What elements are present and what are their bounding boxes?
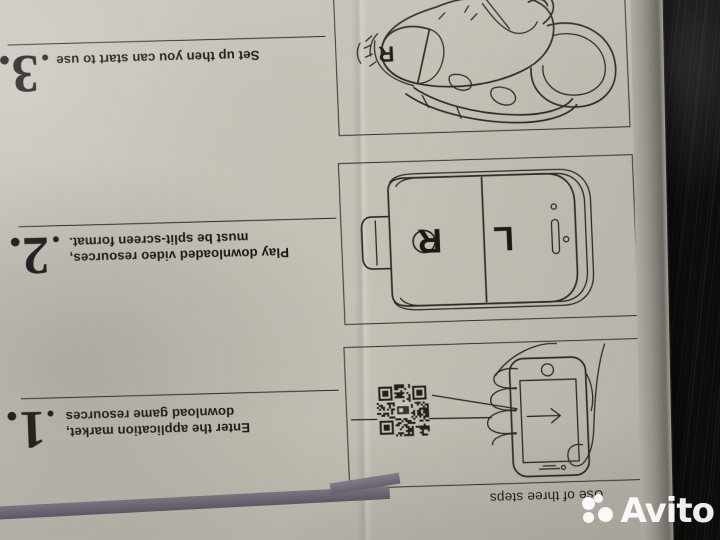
left-eye-label: L [492,219,514,258]
panel-vr-headset: R [332,0,631,137]
qr-code[interactable] [375,383,431,438]
step-rule [20,389,339,400]
step-number: 2. [7,225,51,287]
steps-column: 3. Set up then you can start to use 2. P… [0,0,343,530]
avito-logo-icon [582,494,616,528]
avito-wordmark: Avito [620,491,715,531]
illustration-column: R [324,0,666,531]
step-rule [18,217,337,228]
split-screen-phone-icon: R L [360,168,595,311]
avito-watermark: Avito [582,488,715,534]
step-text: Set up then you can start to use [55,47,260,69]
panel-qr-scan [343,337,648,489]
step-item-2: 2. Play downloaded video resources, must… [0,208,347,301]
headset-right-label: R [378,41,395,66]
step-number-dot [52,236,60,243]
step-number-dot [42,54,49,61]
step-rule [7,35,326,46]
instruction-leaflet-page: 3. Set up then you can start to use 2. P… [0,0,674,540]
hand-holding-phone-icon [350,342,606,478]
step-number-dot [47,410,54,417]
step-item-1: 1. Enter the application market, downloa… [0,381,348,476]
step-number: 1. [4,399,48,461]
vr-headset-icon: R [356,0,617,124]
step-text: Play downloaded video resources, must be… [68,230,290,266]
step-text: Enter the application market, download g… [65,404,251,441]
panel-split-screen-phone: R L [337,154,640,326]
step-item-3: 3. Set up then you can start to use [0,25,338,108]
right-eye-label: R [417,221,443,260]
step-number: 3. [0,43,40,105]
